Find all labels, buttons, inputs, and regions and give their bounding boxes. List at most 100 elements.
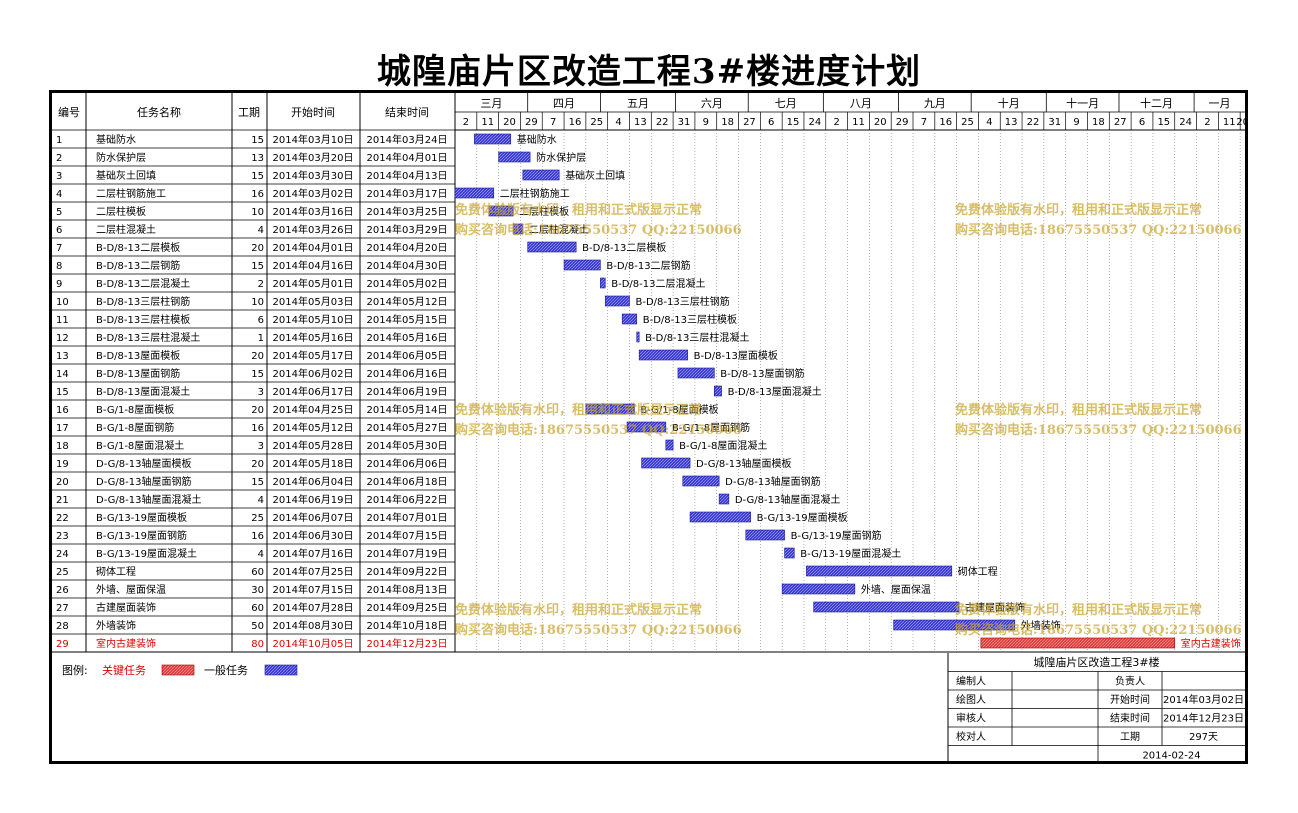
- watermark-line1: 免费体验版有水印，租用和正式版显示正常: [455, 402, 702, 418]
- task-bar: [522, 169, 560, 181]
- task-end: 2014年05月15日: [367, 313, 448, 326]
- task-name: 基础防水: [96, 133, 136, 146]
- task-bar-label: 室内古建装饰: [1181, 637, 1241, 650]
- task-name: B-G/13-19屋面混凝土: [96, 547, 197, 560]
- task-bar-label: B-D/8-13二层混凝土: [611, 277, 705, 290]
- task-start: 2014年05月12日: [273, 421, 354, 434]
- task-duration: 2: [258, 279, 264, 290]
- task-duration: 60: [251, 603, 264, 614]
- task-duration: 20: [251, 243, 264, 254]
- task-name: B-D/8-13屋面钢筋: [96, 367, 180, 380]
- task-bar: [718, 493, 730, 505]
- tick-label: 18: [721, 117, 734, 128]
- task-bar: [813, 601, 960, 613]
- task-bar-label: D-G/8-13轴屋面模板: [696, 457, 792, 470]
- task-bar-label: D-G/8-13轴屋面混凝土: [735, 493, 841, 506]
- task-end: 2014年06月22日: [367, 493, 448, 506]
- tick-label: 11: [1223, 117, 1236, 128]
- task-bar: [563, 259, 601, 271]
- task-name: 二层柱混凝土: [96, 223, 156, 236]
- task-bar: [665, 439, 674, 451]
- task-bar: [621, 313, 638, 325]
- task-bar: [474, 133, 512, 145]
- task-end: 2014年05月14日: [367, 403, 448, 416]
- tick-label: 15: [787, 117, 800, 128]
- task-duration: 60: [251, 567, 264, 578]
- task-duration: 15: [251, 135, 264, 146]
- tick-label: 25: [590, 117, 603, 128]
- task-name: B-G/13-19屋面钢筋: [96, 529, 187, 542]
- task-start: 2014年05月18日: [273, 457, 354, 470]
- task-bar: [781, 583, 856, 595]
- task-name: 古建屋面装饰: [96, 601, 156, 614]
- month-label: 十月: [998, 96, 1020, 110]
- tick-label: 11: [481, 117, 494, 128]
- task-duration: 15: [251, 477, 264, 488]
- task-end: 2014年06月19日: [367, 385, 448, 398]
- task-bar: [682, 475, 720, 487]
- task-no: 21: [56, 495, 69, 506]
- task-bar-label: 砌体工程: [958, 566, 998, 578]
- task-start: 2014年06月17日: [273, 385, 354, 398]
- task-no: 8: [56, 261, 62, 272]
- task-bar: [806, 565, 953, 577]
- task-no: 2: [56, 153, 62, 164]
- task-no: 7: [56, 243, 62, 254]
- tick-label: 29: [525, 117, 538, 128]
- task-end: 2014年07月19日: [367, 547, 448, 560]
- task-duration: 15: [251, 369, 264, 380]
- tick-label: 27: [1114, 117, 1127, 128]
- legend-normal-swatch: [264, 664, 298, 676]
- task-duration: 20: [251, 351, 264, 362]
- header-end: 结束时间: [385, 106, 429, 119]
- task-bar: [893, 619, 1016, 631]
- tick-label: 13: [634, 117, 647, 128]
- watermark-line2: 购买咨询电话:18675550537 QQ:22150066: [955, 422, 1242, 438]
- tick-label: 27: [743, 117, 756, 128]
- task-bar-label: B-G/1-8屋面混凝土: [679, 439, 767, 452]
- task-name: 外墙装饰: [96, 619, 136, 632]
- task-bar-label: 二层柱钢筋施工: [500, 187, 570, 200]
- task-name: 基础灰土回填: [96, 169, 156, 182]
- task-end: 2014年03月17日: [367, 187, 448, 200]
- watermark-line2: 购买咨询电话:18675550537 QQ:22150066: [455, 622, 742, 638]
- task-no: 18: [56, 441, 69, 452]
- task-end: 2014年05月27日: [367, 421, 448, 434]
- watermark-line2: 购买咨询电话:18675550537 QQ:22150066: [955, 222, 1242, 238]
- task-bar: [745, 529, 785, 541]
- task-no: 19: [56, 459, 69, 470]
- tick-label: 9: [703, 117, 709, 128]
- task-bar: [488, 205, 514, 217]
- task-start: 2014年03月16日: [273, 205, 354, 218]
- info-label2: 开始时间: [1110, 693, 1150, 706]
- task-duration: 13: [251, 153, 264, 164]
- task-duration: 4: [258, 549, 264, 560]
- task-duration: 30: [251, 585, 264, 596]
- task-no: 29: [56, 639, 69, 650]
- month-label: 六月: [701, 97, 723, 110]
- task-name: B-D/8-13三层柱混凝土: [96, 331, 200, 344]
- task-start: 2014年07月15日: [273, 583, 354, 596]
- legend-label: 图例:: [62, 663, 88, 677]
- task-duration: 10: [251, 297, 264, 308]
- tick-label: 20: [503, 117, 516, 128]
- task-start: 2014年04月25日: [273, 403, 354, 416]
- task-end: 2014年04月20日: [367, 241, 448, 254]
- month-label: 四月: [553, 97, 575, 110]
- task-no: 16: [56, 405, 69, 416]
- tick-label: 18: [1092, 117, 1105, 128]
- task-bar: [641, 457, 691, 469]
- task-name: B-G/1-8屋面钢筋: [96, 421, 174, 434]
- task-end: 2014年06月18日: [367, 475, 448, 488]
- tick-label: 7: [921, 117, 927, 128]
- task-duration: 20: [251, 405, 264, 416]
- task-name: 二层柱钢筋施工: [96, 187, 166, 200]
- month-label: 十二月: [1140, 96, 1173, 110]
- task-start: 2014年03月20日: [273, 151, 354, 164]
- task-duration: 15: [251, 261, 264, 272]
- task-end: 2014年03月24日: [367, 133, 448, 146]
- month-label: 三月: [480, 97, 502, 110]
- info-value: 2014年03月02日: [1163, 693, 1244, 706]
- task-start: 2014年05月01日: [273, 277, 354, 290]
